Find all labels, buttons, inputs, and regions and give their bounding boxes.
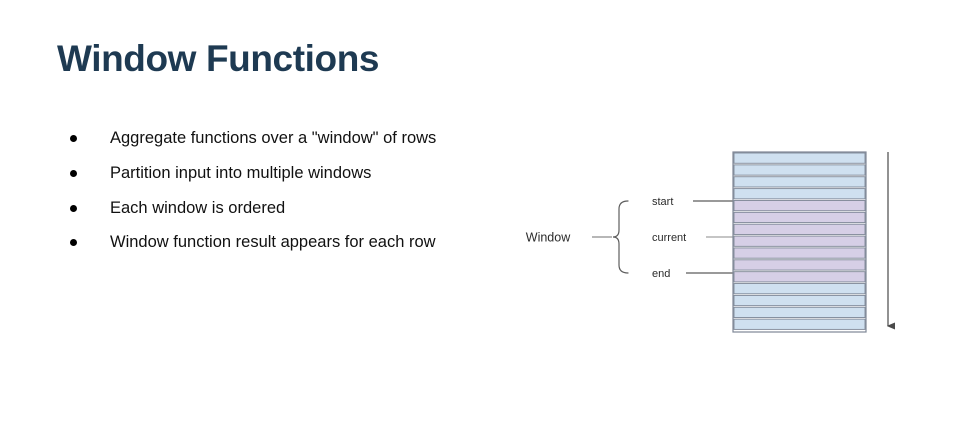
marker-label-start: start bbox=[652, 196, 673, 208]
marker-label-current: current bbox=[652, 232, 686, 244]
table-row bbox=[733, 247, 866, 259]
table-row bbox=[733, 318, 866, 330]
list-item: Aggregate functions over a "window" of r… bbox=[60, 128, 460, 150]
page-title: Window Functions bbox=[57, 38, 380, 79]
marker-label-end: end bbox=[652, 268, 670, 280]
list-item: Each window is ordered bbox=[60, 198, 460, 220]
bullet-list: Aggregate functions over a "window" of r… bbox=[60, 128, 460, 254]
bullet-dot-icon bbox=[70, 204, 77, 212]
bullet-dot-icon bbox=[70, 135, 77, 142]
bullet-dot-icon bbox=[70, 169, 77, 177]
window-frame-diagram: Window start current end bbox=[500, 130, 920, 360]
table-row bbox=[733, 152, 866, 164]
bullet-dot-icon bbox=[70, 239, 77, 247]
table-row bbox=[733, 271, 866, 283]
table-row bbox=[733, 188, 866, 200]
table-row bbox=[733, 223, 866, 235]
table-row bbox=[733, 176, 866, 188]
table-row bbox=[733, 259, 866, 271]
list-item: Window function result appears for each … bbox=[60, 232, 460, 254]
table-row bbox=[733, 211, 866, 224]
list-item: Partition input into multiple windows bbox=[60, 163, 460, 185]
list-item-label: Partition input into multiple windows bbox=[110, 163, 372, 182]
table-row bbox=[733, 283, 866, 295]
table-row bbox=[733, 164, 866, 176]
table-row bbox=[733, 294, 866, 307]
window-brace-icon bbox=[612, 200, 629, 274]
list-item-label: Aggregate functions over a "window" of r… bbox=[110, 129, 437, 147]
table-row bbox=[733, 306, 866, 318]
window-label: Window bbox=[526, 230, 571, 244]
list-item-label: Window function result appears for each … bbox=[110, 233, 436, 252]
rows-table bbox=[732, 151, 867, 333]
list-item-label: Each window is ordered bbox=[110, 198, 286, 217]
table-row bbox=[733, 200, 866, 212]
table-row bbox=[733, 235, 866, 247]
